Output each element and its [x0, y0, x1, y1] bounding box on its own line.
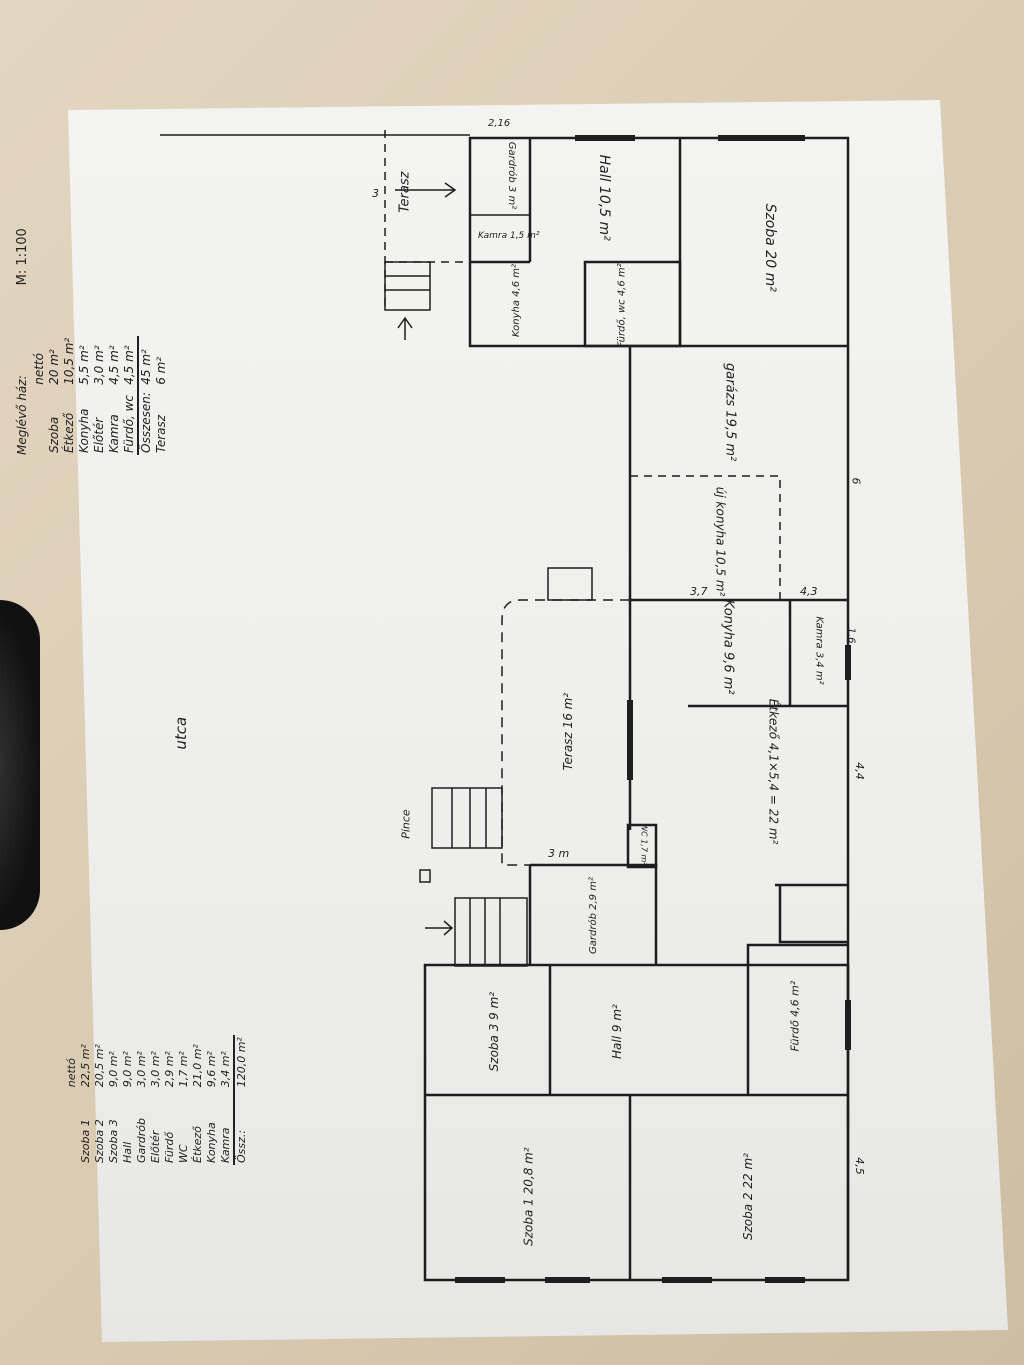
legend-row-name: Hall	[121, 1141, 134, 1163]
legend-row-name: Konyha	[77, 408, 91, 453]
legend-total: 120,0 m²	[234, 1035, 249, 1090]
legend-existing-block: Meglévő ház: M: 1:100 nettó Szoba 20 m² Ét…	[15, 125, 225, 455]
legend-row-area: 3,0 m²	[92, 345, 106, 385]
dimension-label: 4,3	[800, 585, 818, 598]
legend-row-area: 3,0 m²	[135, 1051, 148, 1088]
legend-row-name: Előtér	[149, 1130, 162, 1163]
legend-row-area: 1,7 m²	[177, 1051, 190, 1088]
legend-row-area: 9,0 m²	[121, 1051, 134, 1088]
legend-row-name: Szoba 3	[107, 1119, 120, 1163]
legend-column-header: nettó	[32, 353, 46, 385]
dimension-label: 2,16	[488, 118, 511, 129]
planned-kitchen-dashed	[629, 475, 781, 601]
room-label: új konyha 10,5 m²	[713, 486, 728, 597]
legend-row-area: 20,5 m²	[93, 1044, 106, 1088]
legend-row-area: 4,5 m²	[107, 345, 121, 385]
dark-object-edge	[0, 600, 40, 930]
legend-row-name: Kamra	[219, 1127, 232, 1163]
legend-row-name: Gardrób	[135, 1117, 148, 1163]
legend-row-name: Étkező	[62, 412, 76, 453]
room-label: Szoba 2 22 m²	[740, 1153, 755, 1241]
room-label: Konyha 4,6 m²	[511, 263, 523, 338]
dimension-label: 4,4	[852, 762, 866, 780]
dimension-label: 4,5	[852, 1157, 866, 1175]
legend-row-area: 5,5 m²	[77, 345, 91, 385]
room-label: WC 1,7 m²	[639, 823, 649, 866]
legend-row-area: 20 m²	[47, 349, 61, 385]
legend-row-name: Fürdő, wc	[122, 395, 136, 453]
arrow-icon	[395, 182, 457, 198]
legend-planned-block: nettó Szoba 1 22,5 m² Szoba 2 20,5 m² Szob…	[65, 925, 295, 1165]
room-label: Hall 10,5 m²	[595, 154, 612, 241]
legend-title: Meglévő ház:	[15, 375, 29, 455]
arrow-icon	[397, 316, 413, 340]
legend-column-header: nettó	[65, 1058, 78, 1088]
room-label: Étkező 4,1×5,4 = 22 m²	[766, 698, 781, 845]
legend-total: 45 m²	[138, 335, 154, 387]
dimension-label: 3	[372, 187, 379, 200]
legend-row-area: 21,0 m²	[191, 1044, 204, 1088]
room-label: Konyha 9,6 m²	[720, 599, 736, 695]
room-label: Szoba 20 m²	[761, 203, 778, 292]
room-label: garázs 19,5 m²	[722, 363, 738, 462]
terrace-outline	[501, 599, 630, 866]
room-label: Fürdő, wc 4,6 m²	[616, 263, 628, 348]
terrace-entrance-label: Terasz	[397, 171, 413, 213]
legend-row-area: 9,0 m²	[107, 1051, 120, 1088]
wall-bath	[746, 943, 848, 1095]
legend-total-label: Össz.:	[234, 1089, 249, 1165]
legend-row-name: Konyha	[205, 1122, 218, 1163]
scale-label: M: 1:100	[15, 228, 30, 286]
room-label: Gardrób 3 m²	[506, 141, 518, 210]
dimension-label: 6	[849, 477, 863, 485]
legend-row-name: Előtér	[92, 417, 106, 453]
room-label: Terasz 16 m²	[561, 692, 576, 771]
room-label: Szoba 1 20,8 m²	[521, 1147, 536, 1246]
wall	[530, 863, 658, 965]
legend-row-name: Étkező	[191, 1126, 204, 1163]
stairs	[384, 261, 431, 311]
cellar-label: Pince	[399, 809, 413, 839]
legend-row-area: 2,9 m²	[163, 1051, 176, 1088]
stairs	[454, 897, 528, 967]
legend-row-area: 3,0 m²	[149, 1051, 162, 1088]
legend-row-area: 4,5 m²	[122, 345, 136, 385]
legend-row-name: Fürdő	[163, 1131, 176, 1163]
wall-wc2	[775, 883, 848, 944]
stairs	[547, 567, 593, 601]
stairs	[431, 787, 503, 849]
legend-row-name: Szoba 2	[93, 1119, 106, 1163]
legend-row-area: 10,5 m²	[62, 337, 76, 385]
legend-row-name: Szoba	[47, 416, 61, 453]
room-label: Fürdő 4,6 m²	[788, 980, 802, 1052]
street-label: utca	[172, 716, 191, 750]
wall-bathroom	[583, 260, 682, 348]
legend-row-name: Terasz	[154, 414, 168, 453]
wall-bottom-block	[423, 963, 850, 1282]
room-label: Hall 9 m²	[609, 1004, 624, 1060]
dimension-label: 1,6	[845, 627, 857, 644]
legend-row-name: Szoba 1	[79, 1119, 92, 1163]
room-label: Szoba 3 9 m²	[487, 991, 502, 1072]
arrow-icon	[425, 920, 454, 936]
legend-row-name: Kamra	[107, 414, 121, 453]
legend-row-area: 6 m²	[154, 356, 168, 385]
legend-row-area: 9,6 m²	[205, 1051, 218, 1088]
legend-row-area: 22,5 m²	[79, 1044, 92, 1088]
chimney	[419, 869, 431, 883]
legend-row-name: WC	[177, 1144, 190, 1163]
legend-total-label: Összesen:	[138, 386, 154, 455]
dimension-label: 3 m	[548, 847, 570, 860]
room-label: Gardrób 2,9 m²	[587, 877, 599, 954]
room-label: Kamra 1,5 m²	[478, 231, 540, 241]
dimension-label: 3,7	[690, 585, 708, 598]
wall-top-block	[468, 136, 850, 348]
room-label: Kamra 3,4 m²	[813, 616, 825, 685]
wall-wc	[626, 823, 658, 869]
legend-row-area: 3,4 m²	[219, 1051, 232, 1088]
